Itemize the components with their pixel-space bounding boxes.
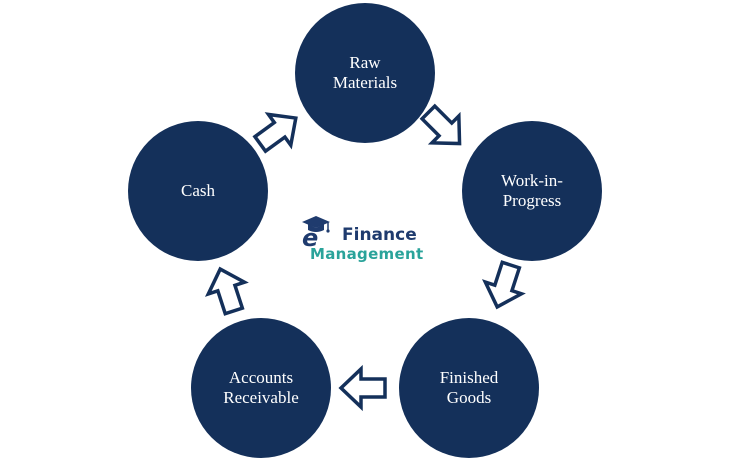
node-accounts-receivable-line-1: Accounts <box>228 368 294 387</box>
logo-word-finance: Finance <box>342 225 417 245</box>
arrow-cash-to-raw-icon <box>252 112 298 154</box>
node-work-in-progress-line-2: Progress <box>502 191 562 210</box>
node-finished-goods: Finished Goods <box>399 318 539 458</box>
node-accounts-receivable: Accounts Receivable <box>191 318 331 458</box>
node-finished-goods-line-2: Goods <box>446 388 492 407</box>
node-work-in-progress: Work-in- Progress <box>462 121 602 261</box>
graduation-cap-icon <box>302 216 330 233</box>
logo-mark: e <box>302 224 319 252</box>
node-cash: Cash <box>128 121 268 261</box>
arrow-finished-to-receivable-icon <box>338 364 387 412</box>
node-work-in-progress-line-1: Work-in- <box>501 171 563 190</box>
arrow-wip-to-finished-icon <box>481 260 526 310</box>
logo-word-management: Management <box>310 245 424 263</box>
arrow-receivable-to-cash-icon <box>204 266 249 316</box>
efinance-logo: e Finance Management <box>300 214 450 264</box>
node-raw-materials-line-1: Raw <box>349 53 381 72</box>
arrow-raw-to-wip-icon <box>419 103 462 146</box>
node-raw-materials-line-2: Materials <box>332 73 398 92</box>
node-cash-line-1: Cash <box>181 181 215 200</box>
node-raw-materials: Raw Materials <box>295 3 435 143</box>
node-accounts-receivable-line-2: Receivable <box>223 388 299 407</box>
node-finished-goods-line-1: Finished <box>439 368 499 387</box>
